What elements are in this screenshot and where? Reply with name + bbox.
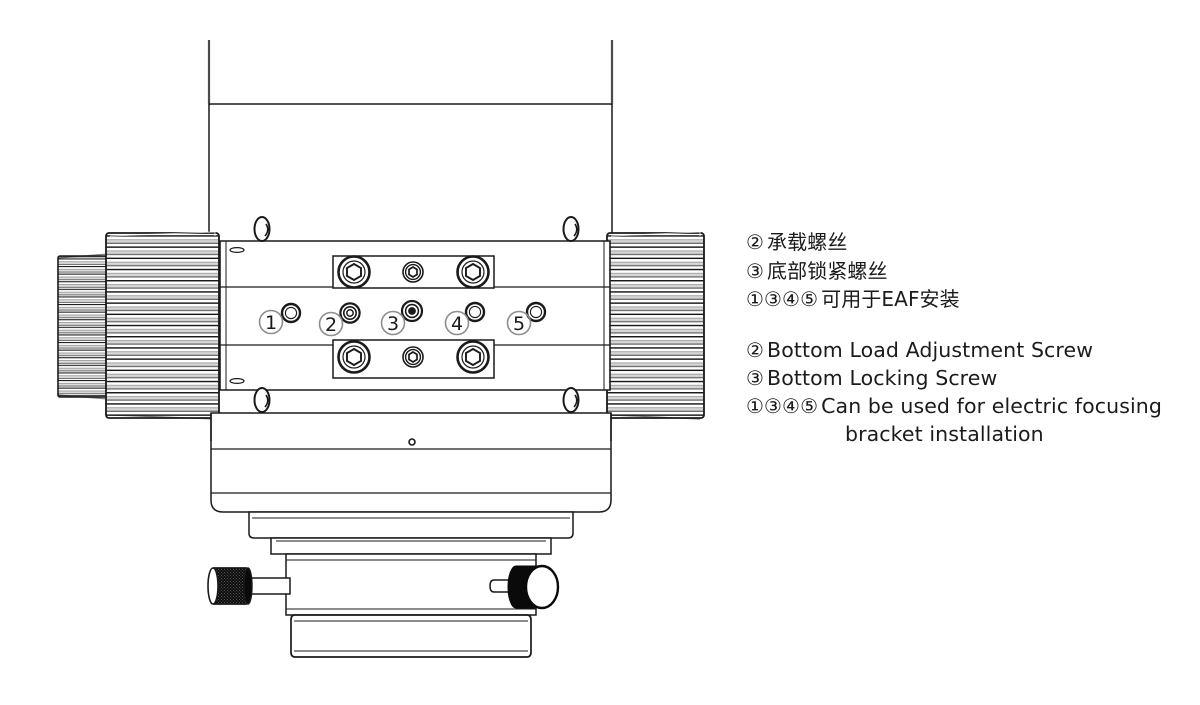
bottom-thumbscrew-right[interactable]	[489, 564, 560, 610]
svg-text:2: 2	[325, 314, 337, 336]
corner-eyelets	[253, 216, 580, 413]
bottom-thumbscrew-left[interactable]	[207, 567, 291, 605]
hex-screw	[337, 340, 371, 374]
left-coarse-focus-knob[interactable]	[105, 231, 220, 420]
callout-holes	[280, 299, 547, 324]
callout-numbers: 1 2 3 4 5	[258, 309, 532, 337]
callout-2: 2	[318, 311, 344, 337]
hex-screw	[456, 255, 490, 289]
flange-ring	[270, 537, 552, 555]
hex-screw-small	[402, 261, 424, 283]
legend-en-text-2: Bottom Locking Screw	[767, 365, 998, 390]
callout-5: 5	[506, 310, 532, 336]
legend-cn-text-3: 可用于EAF安装	[821, 287, 960, 311]
legend-cn-mark-3: ①③④⑤	[746, 287, 819, 311]
step-collar	[248, 511, 574, 539]
hex-screw	[337, 255, 371, 289]
legend-en-mark-3: ①③④⑤	[746, 393, 819, 418]
legend-cn-mark-2: ③	[746, 258, 765, 283]
upper-optical-tube	[207, 40, 614, 242]
legend-en-mark-1: ②	[746, 337, 765, 362]
svg-text:1: 1	[265, 312, 277, 334]
hex-screw	[456, 340, 490, 374]
legend-en-text-3: Can be used for electric focusing	[821, 393, 1163, 418]
drawtube-ring	[290, 614, 532, 658]
pinhole	[408, 438, 416, 446]
lower-mounting-rail	[332, 339, 495, 379]
upper-mounting-rail	[332, 255, 495, 289]
legend-en-line-4: bracket installation	[746, 420, 1194, 448]
legend-cn-mark-1: ②	[746, 230, 765, 254]
lower-body	[210, 412, 612, 513]
callout-4: 4	[444, 310, 470, 336]
legend-spacer	[746, 314, 1194, 336]
legend-cn-text-2: 底部锁紧螺丝	[767, 258, 888, 283]
callout-3: 3	[380, 310, 406, 336]
hex-screw-small	[402, 346, 424, 368]
svg-text:3: 3	[387, 313, 399, 335]
callout-1: 1	[258, 309, 284, 335]
left-fine-focus-knob[interactable]	[57, 253, 109, 400]
legend-en-mark-2: ③	[746, 365, 765, 390]
legend-cn-text-1: 承载螺丝	[767, 230, 848, 254]
svg-text:4: 4	[451, 313, 463, 335]
legend-en-text-1: Bottom Load Adjustment Screw	[767, 337, 1094, 362]
legend-en-text-4: bracket installation	[845, 421, 1044, 446]
right-coarse-focus-knob[interactable]	[606, 231, 705, 420]
svg-text:5: 5	[513, 313, 525, 335]
